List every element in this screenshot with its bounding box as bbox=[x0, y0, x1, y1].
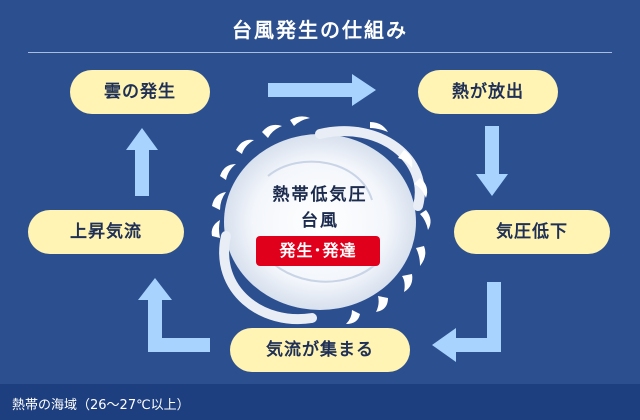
title-divider bbox=[28, 52, 612, 53]
node-heat-release: 熱が放出 bbox=[418, 70, 558, 114]
node-updraft: 上昇気流 bbox=[28, 210, 184, 254]
node-pressure-drop: 気圧低下 bbox=[454, 210, 610, 254]
arrow-up-icon bbox=[126, 128, 158, 196]
arrow-left-icon bbox=[432, 282, 501, 362]
footer-bar: 熱帯の海域（26〜27℃以上） bbox=[0, 384, 640, 420]
arrow-down-icon bbox=[476, 126, 508, 196]
development-badge: 発生･発達 bbox=[256, 236, 380, 266]
node-airflow-gathers: 気流が集まる bbox=[230, 328, 410, 372]
footer-caption: 熱帯の海域（26〜27℃以上） bbox=[12, 398, 190, 413]
center-label-typhoon: 台風 bbox=[301, 211, 339, 231]
center-label-tropical-depression: 熱帯低気圧 bbox=[272, 185, 368, 205]
arrow-right-icon bbox=[268, 74, 376, 106]
diagram-title: 台風発生の仕組み bbox=[232, 18, 408, 42]
node-cloud-formation: 雲の発生 bbox=[70, 70, 210, 114]
arrow-up-icon bbox=[138, 278, 210, 352]
